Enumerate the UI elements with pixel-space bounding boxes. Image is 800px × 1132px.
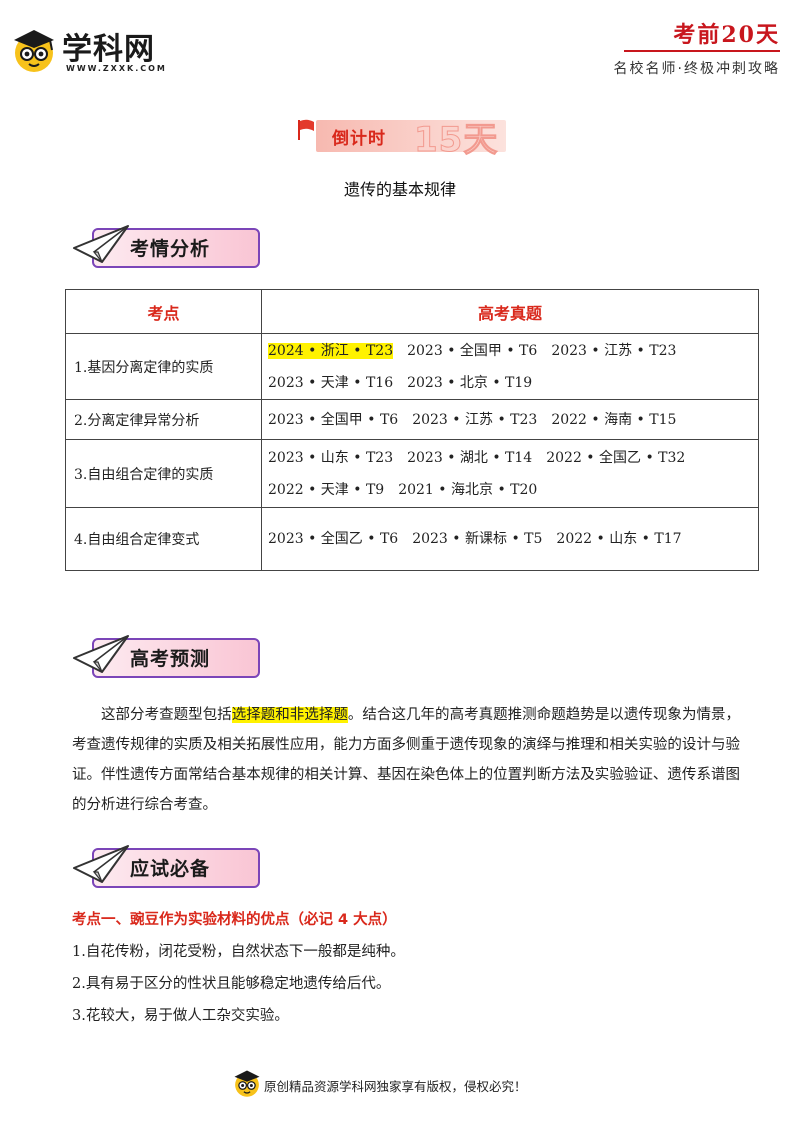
paper-plane-icon — [73, 225, 129, 263]
row-questions: 2023 • 全国乙 • T6 2023 • 新课标 • T5 2022 • 山东 … — [261, 507, 759, 571]
section-header-prediction: 高考预测 — [72, 632, 272, 684]
question-ref: 2023 • 江苏 • T23 — [412, 411, 538, 428]
list-item: 3.花较大，易于做人工杂交实验。 — [72, 1008, 289, 1024]
question-ref: 2023 • 全国甲 • T6 — [268, 411, 399, 428]
row-point: 1.基因分离定律的实质 — [65, 333, 262, 400]
question-ref: 2021 • 海北京 • T20 — [398, 481, 538, 498]
row-point: 3.自由组合定律的实质 — [65, 439, 262, 508]
question-ref: 2022 • 海南 • T15 — [551, 411, 677, 428]
row-point: 4.自由组合定律变式 — [65, 507, 262, 571]
section-label: 高考预测 — [130, 648, 211, 670]
countdown-number: 15天 — [413, 120, 499, 161]
section-label: 应试必备 — [130, 858, 211, 880]
prediction-text-after: 。结合这几年的高考真题推测命题趋势是以遗传现象为情景，考查遗传规律的实质及相关拓… — [72, 707, 741, 813]
table-row: 1.基因分离定律的实质 2024 • 浙江 • T23 2023 • 全国甲 • … — [65, 333, 759, 400]
question-ref: 2023 • 山东 • T23 — [268, 449, 394, 466]
header-badge: 考前20天 名校名师·终极冲刺攻略 — [600, 22, 780, 78]
logo-text: 学科网 — [62, 32, 155, 67]
mascot-face-icon — [14, 30, 54, 72]
footer: 原创精品资源学科网独家享有版权，侵权必究！ — [232, 1066, 592, 1102]
exam-table: 考点 高考真题 1.基因分离定律的实质 2024 • 浙江 • T23 2023 … — [65, 289, 759, 571]
header-point: 考点 — [65, 289, 262, 334]
table-row: 3.自由组合定律的实质 2023 • 山东 • T23 2023 • 湖北 • T… — [65, 439, 759, 508]
row-point: 2.分离定律异常分析 — [65, 399, 262, 440]
site-logo[interactable]: 学科网 WWW.ZXXK.COM — [10, 22, 200, 82]
flag-icon — [298, 119, 314, 140]
question-ref: 2022 • 天津 • T9 — [268, 481, 385, 498]
copyright-text: 原创精品资源学科网独家享有版权，侵权必究！ — [264, 1079, 527, 1094]
header-questions: 高考真题 — [261, 289, 759, 334]
key-point-title: 考点一、豌豆作为实验材料的优点（必记 4 大点） — [72, 912, 397, 928]
question-ref: 2023 • 全国乙 • T6 — [268, 531, 399, 547]
list-item: 2.具有易于区分的性状且能够稳定地遗传给后代。 — [72, 976, 391, 992]
paper-plane-icon — [73, 845, 129, 883]
question-ref-highlighted: 2024 • 浙江 • T23 — [268, 342, 394, 359]
question-ref: 2023 • 新课标 • T5 — [412, 531, 543, 547]
paper-plane-icon — [73, 635, 129, 673]
section-label: 考情分析 — [130, 238, 211, 260]
table-row: 2.分离定律异常分析 2023 • 全国甲 • T6 2023 • 江苏 • T2… — [65, 399, 759, 440]
table-row: 4.自由组合定律变式 2023 • 全国乙 • T6 2023 • 新课标 • T… — [65, 507, 759, 571]
question-ref: 2023 • 江苏 • T23 — [551, 342, 677, 359]
list-item: 1.自花传粉，闭花受粉，自然状态下一般都是纯种。 — [72, 944, 405, 960]
badge-title: 考前20天 — [673, 22, 780, 48]
countdown-banner: 倒计时 15天 — [296, 112, 506, 161]
row-questions: 2023 • 全国甲 • T6 2023 • 江苏 • T23 2022 • 海南 … — [261, 399, 759, 440]
question-ref: 2023 • 湖北 • T14 — [407, 449, 533, 466]
countdown-label: 倒计时 — [332, 129, 386, 149]
question-ref: 2023 • 天津 • T16 — [268, 374, 394, 391]
badge-divider — [624, 50, 780, 52]
document-title: 遗传的基本规律 — [343, 180, 456, 199]
prediction-text-before: 这部分考查题型包括 — [101, 707, 232, 723]
prediction-paragraph: 这部分考查题型包括选择题和非选择题。结合这几年的高考真题推测命题趋势是以遗传现象… — [72, 700, 740, 820]
logo-url: WWW.ZXXK.COM — [66, 64, 167, 73]
question-ref: 2022 • 全国乙 • T32 — [546, 449, 686, 466]
row-questions: 2023 • 山东 • T23 2023 • 湖北 • T14 2022 • 全国乙… — [261, 439, 759, 508]
table-header-row: 考点 高考真题 — [65, 289, 759, 334]
question-ref: 2022 • 山东 • T17 — [556, 531, 682, 547]
badge-subtitle: 名校名师·终极冲刺攻略 — [613, 61, 780, 77]
question-ref: 2023 • 北京 • T19 — [407, 374, 533, 391]
section-header-analysis: 考情分析 — [72, 222, 272, 274]
countdown-bar — [316, 120, 506, 152]
mascot-face-icon — [234, 1070, 260, 1097]
prediction-highlight: 选择题和非选择题 — [231, 707, 348, 723]
section-header-essentials: 应试必备 — [72, 842, 272, 894]
row-questions: 2024 • 浙江 • T23 2023 • 全国甲 • T6 2023 • 江苏 … — [261, 333, 759, 400]
question-ref: 2023 • 全国甲 • T6 — [407, 342, 538, 359]
